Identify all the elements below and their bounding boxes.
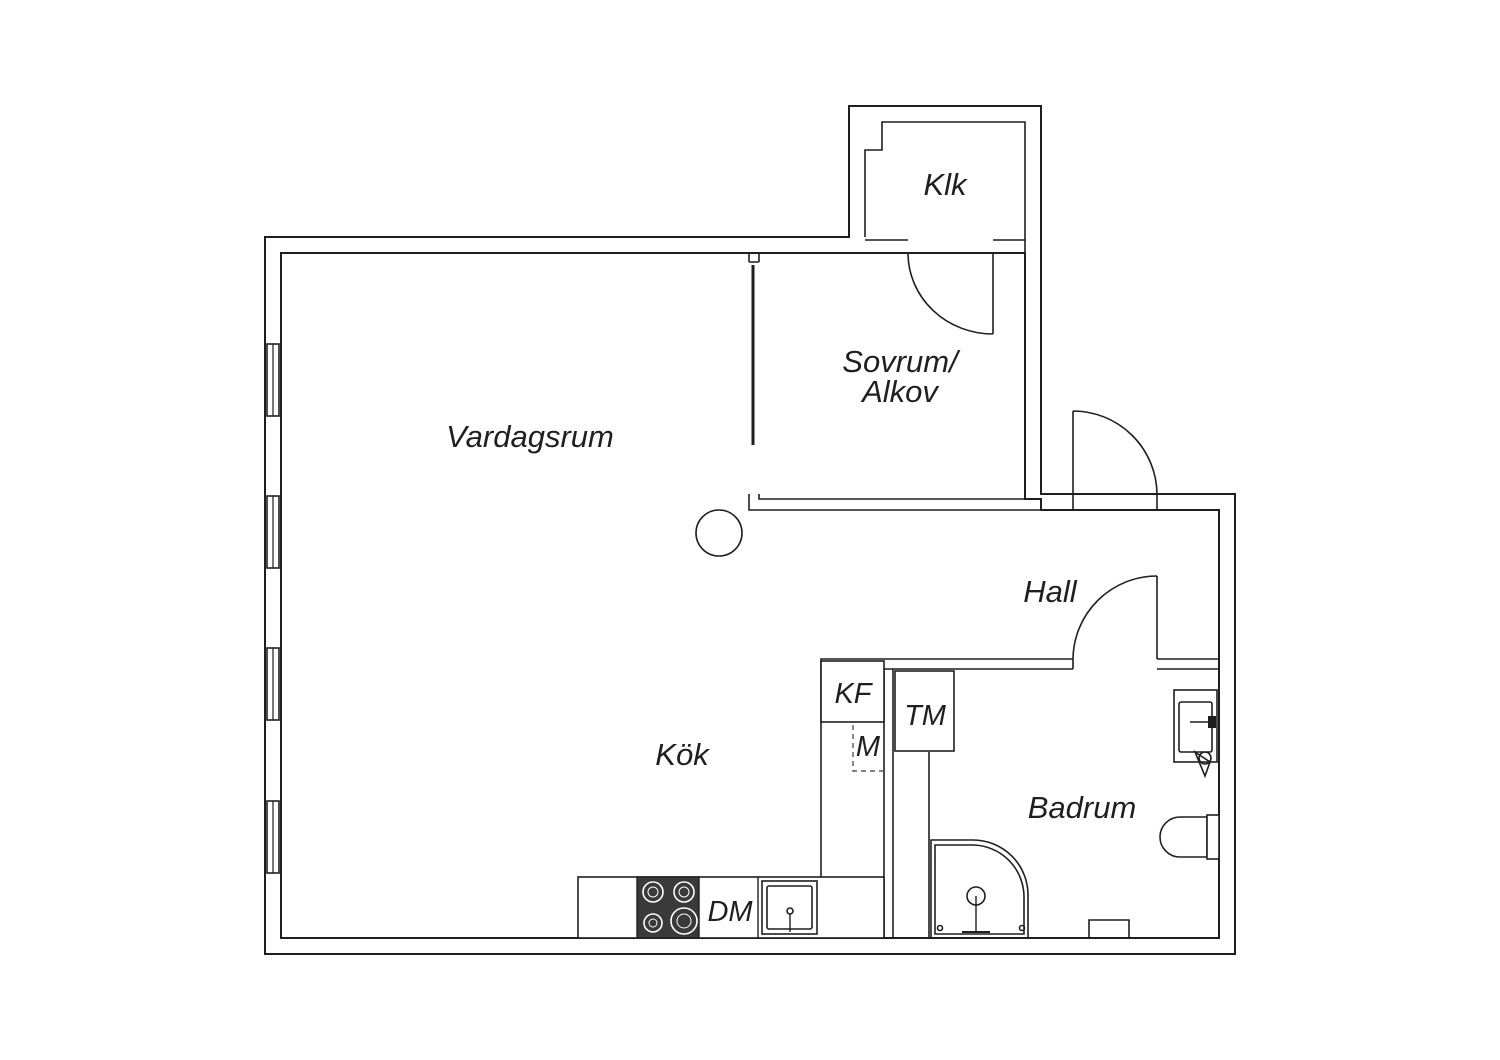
wall-niche bbox=[1088, 919, 1130, 938]
room-label-badrum: Badrum bbox=[1028, 790, 1137, 825]
bathroom-sink bbox=[1173, 689, 1218, 779]
bathroom-door bbox=[1072, 575, 1158, 669]
room-label-sovrum: Sovrum/ bbox=[842, 344, 961, 379]
stove-burners bbox=[642, 881, 698, 935]
windows bbox=[266, 343, 280, 874]
outer-walls bbox=[264, 105, 1236, 955]
entrance-jamb bbox=[1072, 494, 1158, 510]
toilet bbox=[1159, 816, 1208, 858]
bedroom-wall-bottom bbox=[748, 253, 1041, 511]
appliance-label-tm: TM bbox=[904, 700, 947, 732]
microwave bbox=[852, 725, 884, 772]
room-label-klk: Klk bbox=[923, 167, 968, 202]
room-label-hall: Hall bbox=[1023, 574, 1078, 609]
kitchen-counter bbox=[577, 876, 885, 939]
washing-machine bbox=[894, 670, 955, 752]
column bbox=[695, 509, 743, 557]
kitchen-sink bbox=[761, 880, 818, 935]
room-label-vardagsrum: Vardagsrum bbox=[446, 419, 614, 454]
bedroom-wall-top bbox=[748, 253, 760, 263]
appliance-label-dm: DM bbox=[707, 896, 753, 928]
closet-walls bbox=[848, 106, 1042, 494]
closet-door bbox=[907, 252, 1025, 335]
entrance-door bbox=[1072, 410, 1158, 495]
shower bbox=[930, 839, 1029, 939]
room-label-kok: Kök bbox=[655, 737, 710, 772]
fridge bbox=[820, 660, 885, 723]
appliance-label-m: M bbox=[856, 731, 881, 763]
room-label-alkov: Alkov bbox=[860, 374, 939, 409]
appliance-label-kf: KF bbox=[834, 678, 873, 710]
